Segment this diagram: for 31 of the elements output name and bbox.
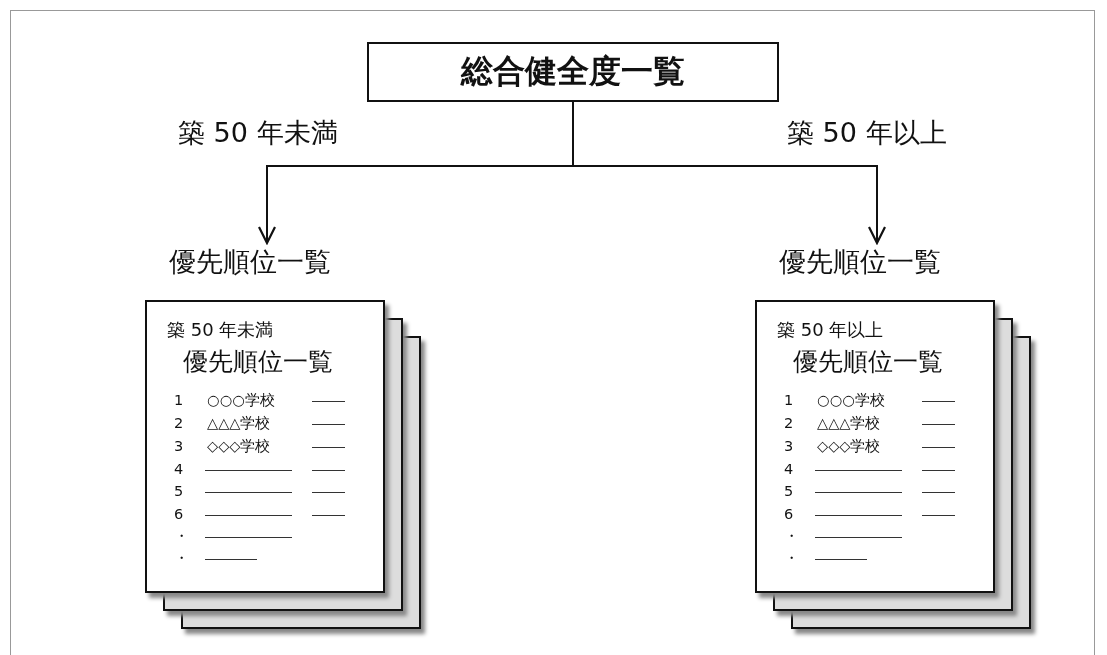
rank-number: ・ (784, 551, 799, 566)
rank-number: 1 (784, 393, 794, 408)
rank-number: ・ (174, 529, 189, 544)
rank-number: ・ (174, 551, 189, 566)
document-title: 優先順位一覧 (183, 349, 333, 374)
rank-number: 5 (174, 484, 184, 499)
rank-number: 3 (784, 439, 794, 454)
heading: 優先順位一覧 (779, 248, 941, 275)
rank-number: ・ (784, 529, 799, 544)
subtitle: 築 50 年以上 (777, 321, 884, 339)
rank-number: 2 (784, 416, 794, 431)
document-title: 優先順位一覧 (793, 349, 943, 374)
rank-number: 3 (174, 439, 184, 454)
school-name: △△△学校 (817, 416, 881, 431)
edge-label: 築 50 年未満 (178, 119, 338, 146)
school-name: ◇◇◇学校 (817, 439, 881, 454)
rank-number: 4 (174, 462, 184, 477)
rank-number: 4 (784, 462, 794, 477)
school-name: ○○○学校 (817, 393, 885, 408)
title-box: 総合健全度一覧 (367, 42, 779, 102)
rank-number: 1 (174, 393, 184, 408)
rank-number: 5 (784, 484, 794, 499)
rank-number: 6 (784, 507, 794, 522)
edge-label: 築 50 年以上 (787, 119, 947, 146)
rank-number: 2 (174, 416, 184, 431)
rank-number: 6 (174, 507, 184, 522)
school-name: ◇◇◇学校 (207, 439, 271, 454)
school-name: ○○○学校 (207, 393, 275, 408)
subtitle: 築 50 年未満 (167, 321, 274, 339)
school-name: △△△学校 (207, 416, 271, 431)
heading: 優先順位一覧 (169, 248, 331, 275)
